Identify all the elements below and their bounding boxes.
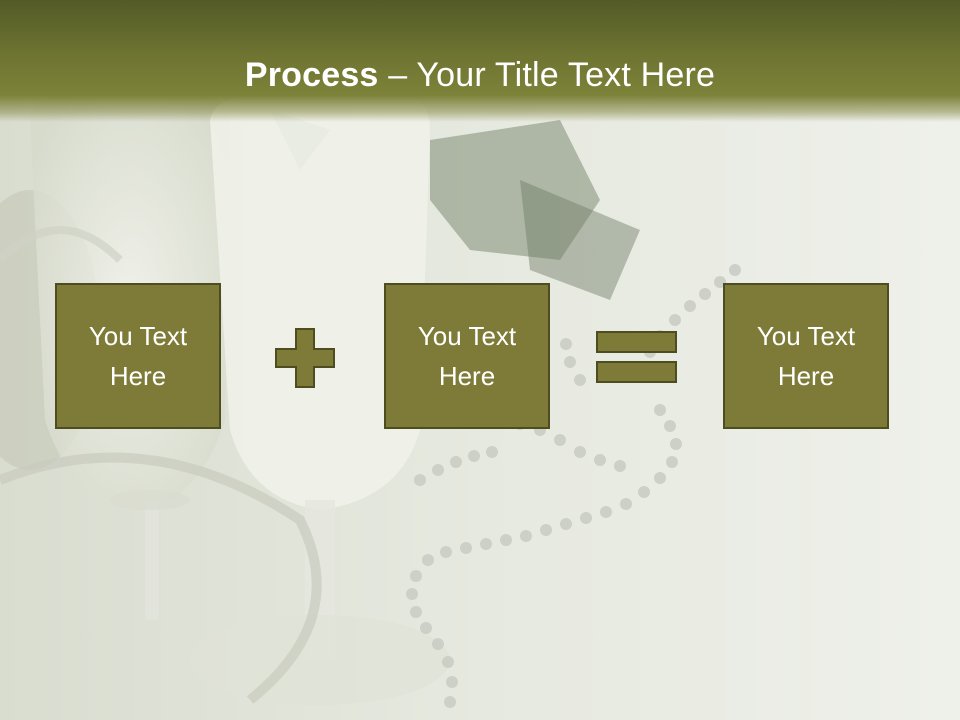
title-bold: Process: [244, 56, 379, 94]
box-text-line2: Here: [777, 361, 835, 391]
plus-icon: [275, 328, 335, 388]
process-box-2[interactable]: You Text Here: [384, 283, 550, 429]
process-box-1[interactable]: You Text Here: [55, 283, 221, 429]
title-band: [0, 0, 960, 122]
box-text-line1: You Text: [417, 321, 517, 351]
slide-title: Process – Your Title Text Here: [0, 52, 960, 98]
equals-icon: [596, 331, 677, 383]
box-text-line1: You Text: [88, 321, 188, 351]
box-text-line1: You Text: [756, 321, 856, 351]
box-text-line2: Here: [438, 361, 496, 391]
box-text-line2: Here: [109, 361, 167, 391]
title-dash: –: [378, 56, 417, 94]
process-box-3[interactable]: You Text Here: [723, 283, 889, 429]
title-rest: Your Title Text Here: [416, 56, 716, 94]
